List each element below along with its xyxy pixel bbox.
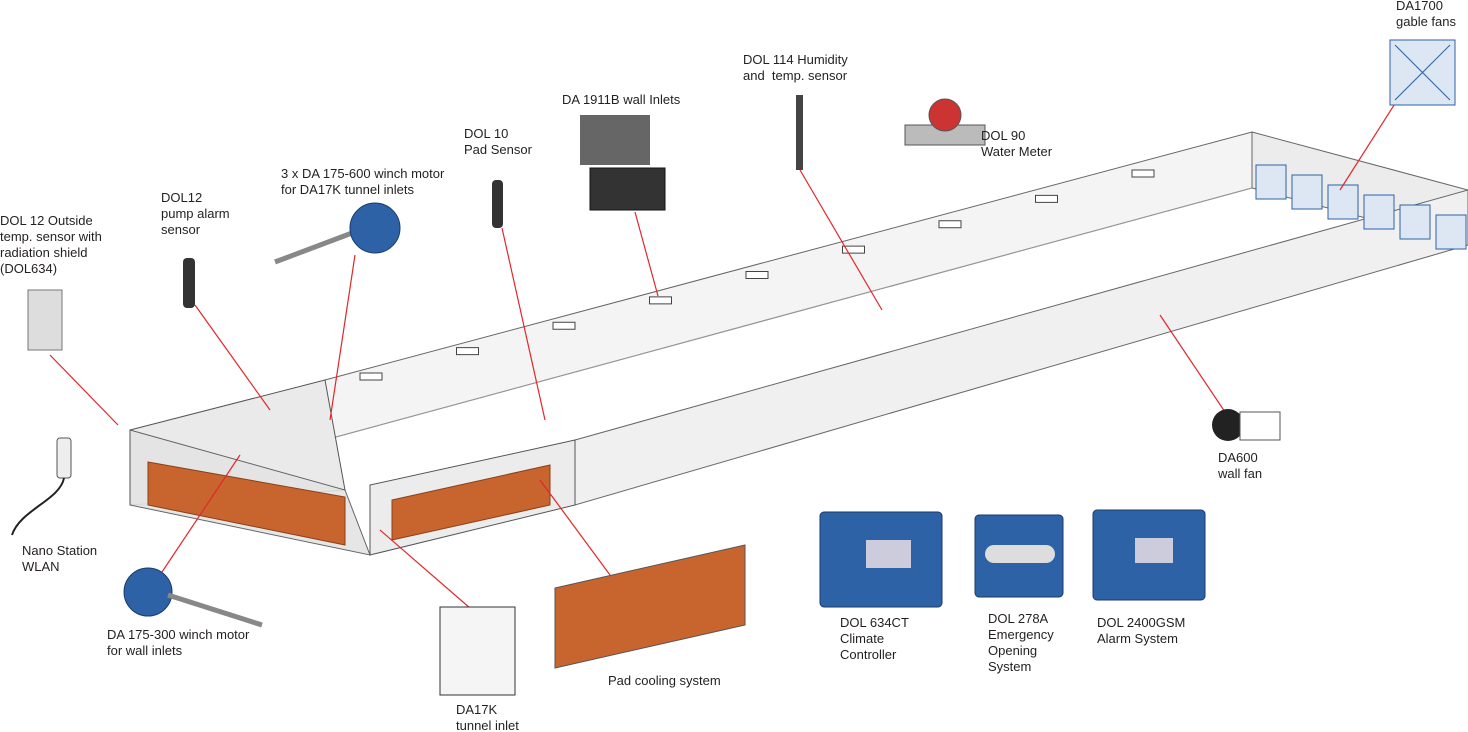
humidity-sensor-icon bbox=[796, 95, 803, 170]
gable-fan-row bbox=[1255, 164, 1467, 250]
winch-motor-300-icon bbox=[123, 567, 263, 628]
gable-fan bbox=[1327, 184, 1359, 220]
inlet-slot bbox=[1131, 169, 1155, 178]
label-wall-inlets: DA 1911B wall Inlets bbox=[562, 92, 681, 107]
label-emergency-opening: DOL 278A Emergency Opening System bbox=[988, 611, 1054, 674]
leader-lines bbox=[49, 79, 1411, 616]
inlet-slot bbox=[842, 245, 865, 254]
label-gable-fans: DA1700 gable fans bbox=[1396, 0, 1456, 29]
pad-sensor-icon bbox=[492, 180, 503, 228]
label-water-meter: DOL 90 Water Meter bbox=[981, 128, 1053, 159]
water-meter-icon bbox=[904, 98, 986, 146]
climate-controller-icon bbox=[819, 511, 943, 608]
gable-fan bbox=[1291, 174, 1323, 210]
label-alarm-system: DOL 2400GSM Alarm System bbox=[1097, 615, 1186, 646]
label-wall-fan: DA600 wall fan bbox=[1218, 450, 1263, 481]
inlet-slot bbox=[1035, 194, 1058, 203]
inlet-slot bbox=[552, 321, 576, 330]
tunnel-inlet-icon bbox=[439, 606, 516, 696]
wall-fan-icon bbox=[1212, 409, 1281, 441]
label-nano-station: Nano Station WLAN bbox=[22, 543, 98, 574]
label-outside-sensor: DOL 12 Outside temp. sensor with radiati… bbox=[0, 213, 102, 276]
nano-station-icon bbox=[11, 437, 72, 536]
inlet-slot bbox=[649, 296, 672, 305]
gable-fan bbox=[1399, 204, 1431, 240]
label-winch-600: 3 x DA 175-600 winch motor for DA17K tun… bbox=[281, 166, 445, 197]
inlet-slot bbox=[359, 372, 383, 381]
gable-fan bbox=[1363, 194, 1395, 230]
cooling-pad-right bbox=[391, 464, 551, 541]
gable-fan bbox=[1435, 214, 1467, 250]
wall-inlet-slots bbox=[359, 169, 1155, 381]
label-pump-alarm: DOL12 pump alarm sensor bbox=[161, 190, 230, 237]
label-climate-controller: DOL 634CT Climate Controller bbox=[840, 615, 909, 662]
winch-motor-600-icon bbox=[274, 202, 401, 265]
label-pad-cooling: Pad cooling system bbox=[608, 673, 721, 688]
label-tunnel-inlet: DA17K tunnel inlet bbox=[456, 702, 519, 732]
gable-fan bbox=[1255, 164, 1287, 200]
label-humidity-sensor: DOL 114 Humidity and temp. sensor bbox=[743, 52, 848, 83]
cooling-pad-left bbox=[147, 461, 346, 546]
inlet-slot bbox=[456, 347, 479, 356]
pad-cooling-icon bbox=[554, 544, 746, 669]
inlet-slot bbox=[745, 271, 769, 279]
emergency-opening-icon bbox=[974, 514, 1064, 598]
alarm-system-icon bbox=[1092, 509, 1206, 601]
wall-inlet-icon bbox=[580, 115, 666, 211]
inlet-slot bbox=[938, 220, 962, 229]
label-winch-300: DA 175-300 winch motor for wall inlets bbox=[107, 627, 250, 658]
label-pad-sensor: DOL 10 Pad Sensor bbox=[464, 126, 532, 157]
pump-alarm-sensor-icon bbox=[183, 258, 195, 308]
outside-sensor-icon bbox=[27, 289, 63, 351]
gable-fan-icon bbox=[1389, 39, 1456, 106]
